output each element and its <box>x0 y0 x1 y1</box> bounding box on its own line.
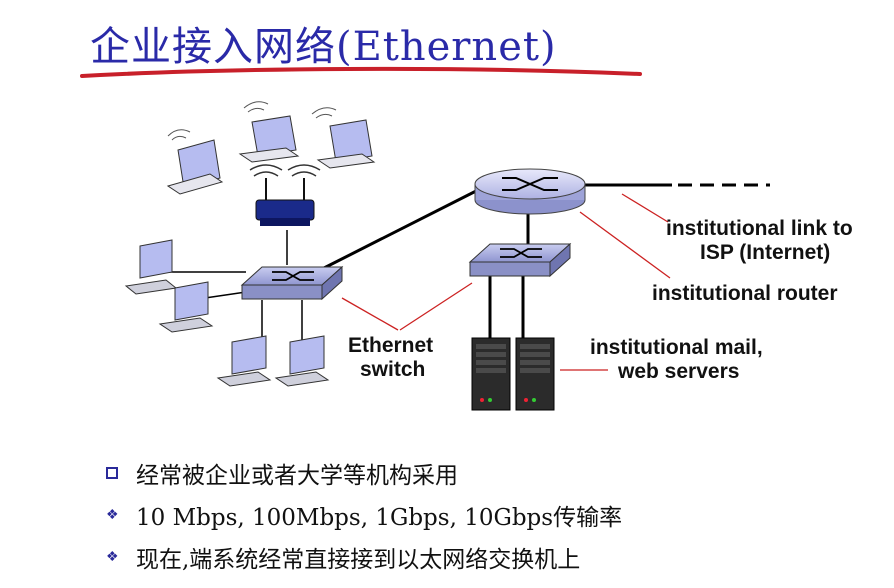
label-isp: ISP (Internet) <box>700 241 831 264</box>
diamond-bullet-icon: ❖ <box>106 507 119 523</box>
server-icon <box>471 337 511 411</box>
network-links <box>168 183 770 340</box>
page-title: 企业接入网络(Ethernet) <box>90 24 557 70</box>
diamond-bullet-icon: ❖ <box>106 549 119 565</box>
desktop-computer-icon <box>216 335 272 387</box>
square-bullet-icon <box>106 467 118 479</box>
label-institutional-router: institutional router <box>652 282 838 305</box>
desktop-computer-icon <box>158 281 214 333</box>
router-icon <box>474 168 586 215</box>
list-item: 经常被企业或者大学等机构采用 <box>106 452 886 494</box>
network-diagram <box>124 101 770 411</box>
desktop-computer-icon <box>274 335 330 387</box>
desktop-computer-icon <box>124 239 178 295</box>
list-item: ❖ 10 Mbps, 100Mbps, 1Gbps, 10Gbps传输率 <box>106 505 623 531</box>
list-item: ❖ 现在,端系统经常直接接到以太网络交换机上 <box>106 547 581 573</box>
label-web-servers: web servers <box>618 360 740 383</box>
server-switch-icon <box>468 242 572 278</box>
laptop-icon <box>311 107 376 169</box>
laptop-icon <box>166 129 224 195</box>
wireless-access-point-icon <box>249 164 321 226</box>
label-ethernet: Ethernet <box>348 334 434 357</box>
callout-lines <box>341 193 671 371</box>
ethernet-switch-icon <box>240 265 344 301</box>
label-mail-servers: institutional mail, <box>590 336 763 359</box>
bullet-list: 经常被企业或者大学等机构采用 ❖ 10 Mbps, 100Mbps, 1Gbps… <box>106 452 886 578</box>
label-institutional-link: institutional link to <box>666 217 853 240</box>
label-switch: switch <box>360 358 426 381</box>
title-underline <box>80 66 642 78</box>
server-icon <box>515 337 555 411</box>
laptop-icon <box>238 101 300 163</box>
